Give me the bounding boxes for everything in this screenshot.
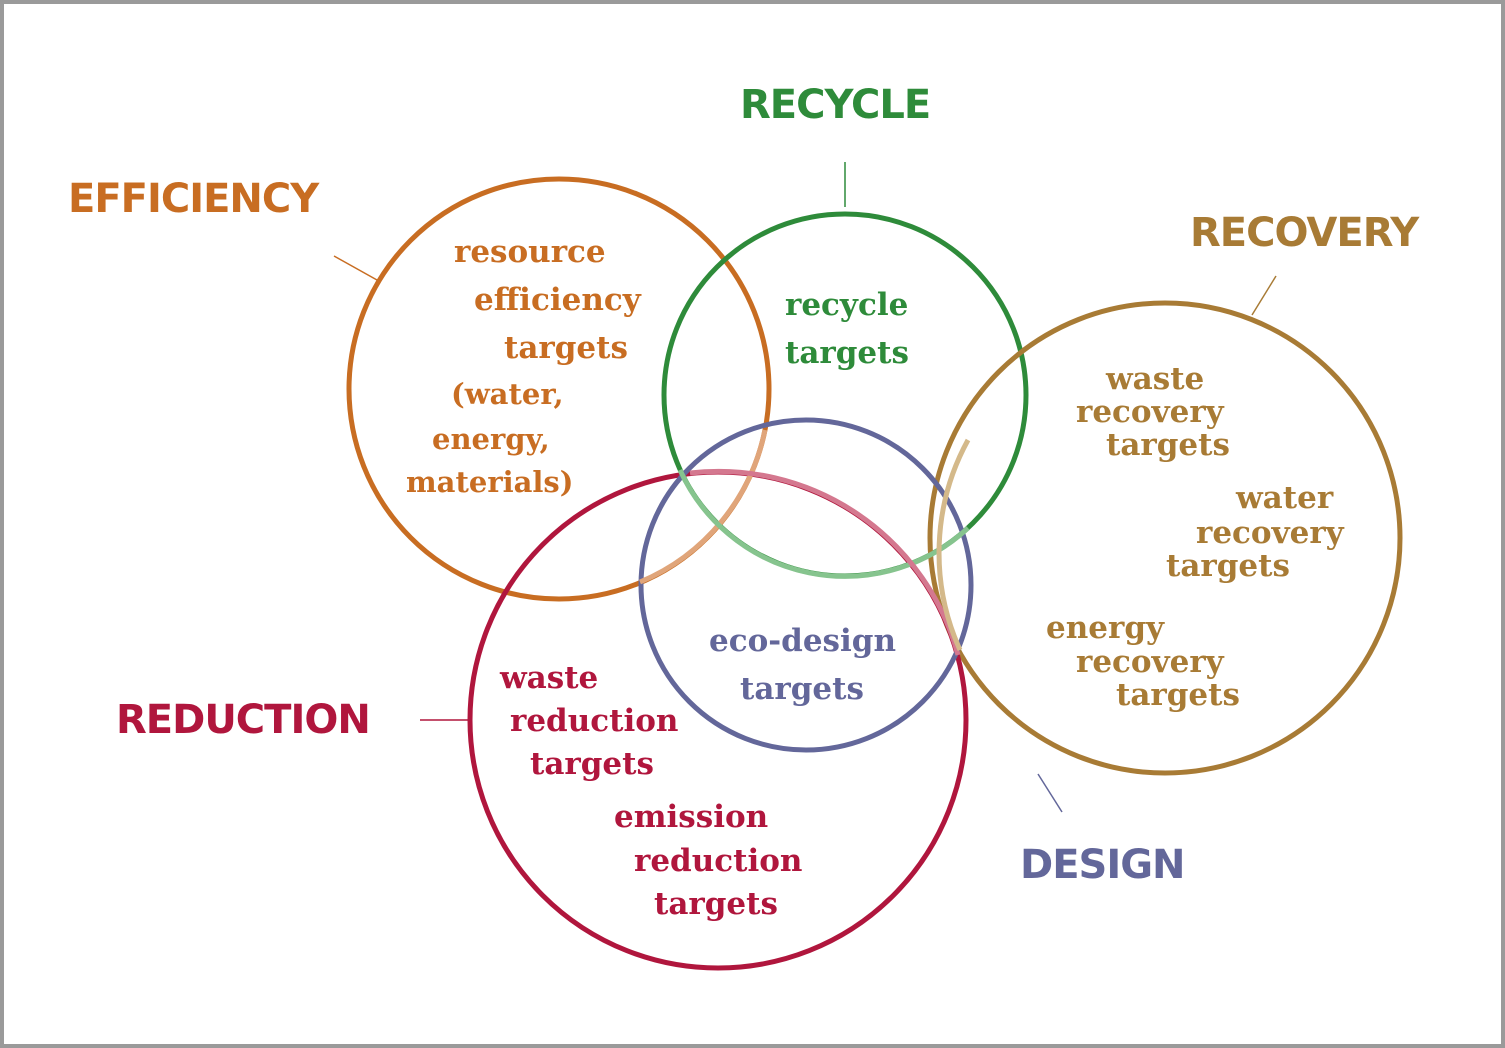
efficiency-text-line: energy, [432,422,550,456]
recovery-text-line: targets [1106,427,1230,463]
recovery-text-line: recovery [1076,644,1225,680]
reduction-overlap-arc [689,468,961,656]
recovery-text-line: water [1235,480,1334,516]
recovery-text-line: recovery [1076,394,1225,430]
efficiency-text-line: resource [454,234,606,270]
reduction-text-line: waste [499,660,598,696]
recycle-text-line: targets [785,335,909,371]
recycle-text-line: recycle [785,287,908,323]
recovery-text-line: recovery [1196,515,1345,551]
recovery-overlap-arc [936,438,971,652]
recovery-heading: RECOVERY [1190,210,1420,256]
reduction-text-line: emission [614,799,768,835]
reduction-text-line: reduction [634,843,802,879]
reduction-text-line: targets [530,746,654,782]
design-circle [638,417,974,753]
efficiency-text-line: targets [504,330,628,366]
recovery-circle [927,300,1403,776]
recycle-overlap-arc [677,468,970,579]
efficiency-text-line: materials) [406,465,573,499]
reduction-text-line: reduction [510,703,678,739]
efficiency-text-line: efficiency [474,282,642,318]
design-leader-line [1037,773,1063,813]
design-heading: DESIGN [1020,842,1185,888]
recovery-text-line: targets [1166,548,1290,584]
design-text-line: targets [740,671,864,707]
efficiency-heading: EFFICIENCY [68,176,320,222]
efficiency-overlap-arc [639,429,768,585]
design-text-line: eco-design [709,623,896,659]
recovery-leader-line [1251,275,1277,316]
recovery-text-line: waste [1105,361,1204,397]
efficiency-text-line: (water, [451,377,564,411]
recovery-text-line: targets [1116,677,1240,713]
reduction-text-line: targets [654,886,778,922]
efficiency-leader-line [333,255,378,281]
efficiency-circle [346,176,772,602]
reduction-heading: REDUCTION [116,697,370,743]
recycle-heading: RECYCLE [740,82,930,128]
recovery-text-line: energy [1046,610,1165,646]
